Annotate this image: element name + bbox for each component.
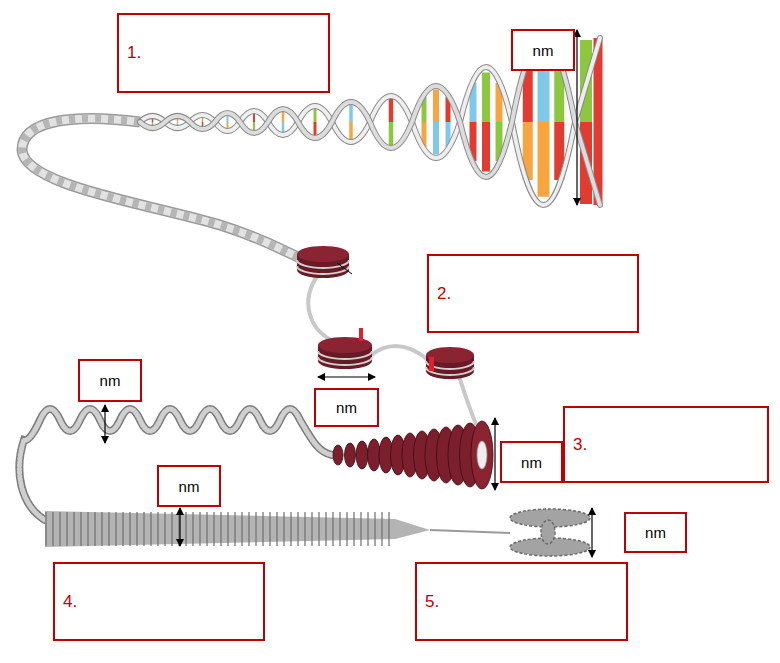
dna-strand xyxy=(22,118,300,258)
supercoil xyxy=(430,530,510,533)
callout-number: 2. xyxy=(437,284,451,304)
base-pairs xyxy=(349,122,353,140)
chromatin-fibre xyxy=(333,445,343,465)
nucleosome xyxy=(318,357,372,365)
dimension-arrow xyxy=(104,405,105,443)
supercoil xyxy=(45,511,510,547)
nucleosome xyxy=(359,328,363,341)
chromatin-fibre xyxy=(368,439,381,471)
chromatin-fibre xyxy=(356,441,368,469)
base-pairs xyxy=(314,108,317,122)
answer-box: 3. xyxy=(563,406,769,483)
chromatin-fibre xyxy=(345,443,356,467)
nucleosome xyxy=(337,263,352,274)
unit-label: nm xyxy=(533,42,554,59)
base-pairs xyxy=(349,104,353,122)
chromosome xyxy=(541,520,555,544)
dimension-arrow xyxy=(179,508,180,546)
supercoil xyxy=(45,511,430,547)
base-pairs xyxy=(538,122,550,197)
unit-label: nm xyxy=(100,372,121,389)
unit-box: nm xyxy=(78,359,142,402)
chromatin-loops xyxy=(19,409,332,520)
nucleosome xyxy=(318,328,372,369)
dimension-arrow xyxy=(318,376,375,377)
linker-dna xyxy=(370,346,428,360)
dimension-arrow xyxy=(576,30,577,205)
unit-box: nm xyxy=(500,441,563,483)
nucleosome xyxy=(318,337,372,353)
dimension-arrow xyxy=(494,418,495,490)
base-pairs xyxy=(482,73,490,123)
linker-dna xyxy=(458,373,476,424)
nucleosome xyxy=(297,246,352,278)
nucleosome xyxy=(297,266,349,274)
dna-strand xyxy=(22,118,300,258)
chromosome xyxy=(510,509,590,556)
nucleosome xyxy=(426,347,474,379)
dimension-arrow xyxy=(591,508,592,557)
unit-label: nm xyxy=(336,399,357,416)
nucleosome xyxy=(318,351,372,359)
chromatin-fibre xyxy=(330,421,493,489)
unit-box: nm xyxy=(157,465,221,507)
chromatin-fibre xyxy=(471,421,493,489)
nucleosome xyxy=(297,260,349,268)
base-pairs xyxy=(389,122,394,145)
unit-box: nm xyxy=(624,512,687,553)
nucleosome xyxy=(297,246,349,262)
answer-box: 2. xyxy=(427,254,639,333)
nucleosome xyxy=(429,357,434,371)
base-pairs xyxy=(482,122,490,172)
unit-box: nm xyxy=(511,29,575,71)
unit-label: nm xyxy=(521,454,542,471)
base-pairs xyxy=(433,90,439,122)
answer-box: 1. xyxy=(117,13,330,93)
dna-strand xyxy=(22,118,300,258)
callout-number: 1. xyxy=(127,43,141,63)
unit-box: nm xyxy=(314,388,379,427)
chromatin-loops xyxy=(19,409,332,520)
base-pairs xyxy=(314,122,317,136)
chromatin-fibre xyxy=(477,441,487,469)
answer-box: 4. xyxy=(53,562,265,641)
callout-number: 4. xyxy=(63,592,77,612)
answer-box: 5. xyxy=(415,562,628,641)
callout-number: 5. xyxy=(425,592,439,612)
callout-number: 3. xyxy=(573,435,587,455)
supercoil xyxy=(45,512,392,546)
base-pairs xyxy=(433,122,439,154)
chromatin-loops xyxy=(19,409,332,520)
base-pairs xyxy=(389,99,394,122)
unit-label: nm xyxy=(645,524,666,541)
unit-label: nm xyxy=(179,478,200,495)
dna-strand xyxy=(22,118,300,258)
linker-dna xyxy=(308,275,335,342)
